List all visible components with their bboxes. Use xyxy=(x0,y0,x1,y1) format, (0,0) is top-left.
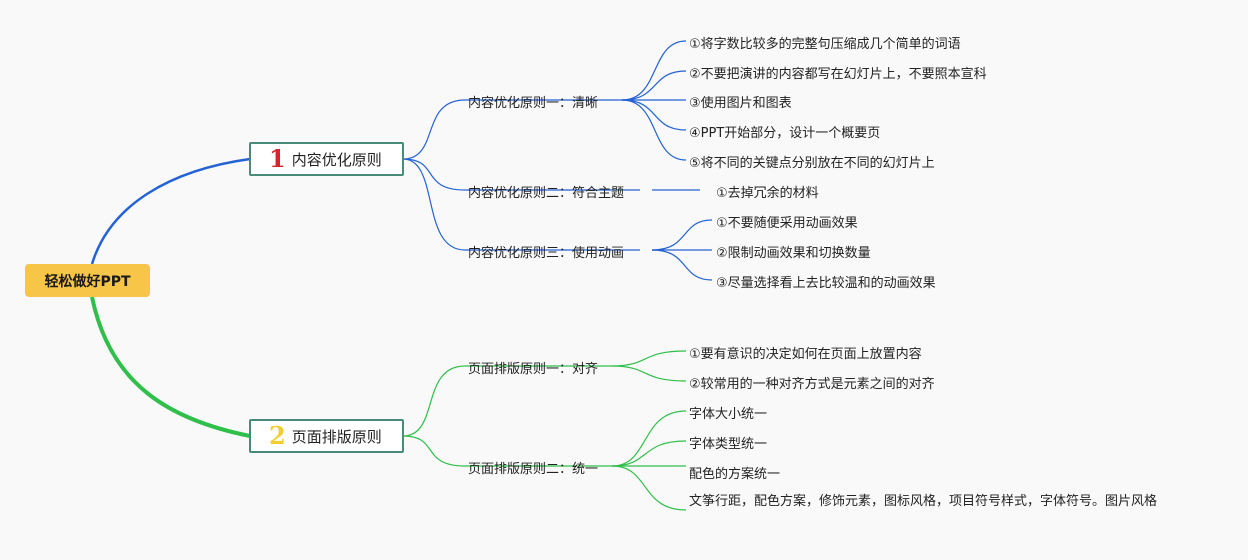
leaf-item[interactable]: ②限制动画效果和切换数量 xyxy=(716,246,871,261)
leaf-item[interactable]: ③使用图片和图表 xyxy=(689,96,792,111)
branch-label: 内容优化原则 xyxy=(291,150,382,169)
leaf-item[interactable]: ③尽量选择看上去比较温和的动画效果 xyxy=(716,276,936,291)
sub-topic-consistency[interactable]: 页面排版原则二：统一 xyxy=(468,462,599,477)
branch1-sub-lines xyxy=(402,99,640,251)
sub-topic-clarity[interactable]: 内容优化原则一：清晰 xyxy=(468,96,599,111)
leaf-item[interactable]: 文筝行距，配色方案，修饰元素，图标风格，项目符号样式，字体符号。图片风格 xyxy=(689,494,1158,509)
leaf-item[interactable]: ⑤将不同的关键点分别放在不同的幻灯片上 xyxy=(689,156,935,171)
leaf-item[interactable]: ①要有意识的决定如何在页面上放置内容 xyxy=(689,347,922,362)
root-to-branch2-line xyxy=(90,296,251,438)
root-to-branch1-line xyxy=(90,157,251,265)
leaf-item[interactable]: ①将字数比较多的完整句压缩成几个简单的词语 xyxy=(689,37,961,52)
branch-label: 页面排版原则 xyxy=(291,427,382,446)
branch-content-optimization[interactable]: 1 内容优化原则 xyxy=(249,142,404,176)
leaf-item[interactable]: 字体类型统一 xyxy=(689,437,768,452)
root-topic[interactable]: 轻松做好PPT xyxy=(25,264,150,297)
leaf-item[interactable]: ④PPT开始部分，设计一个概要页 xyxy=(689,126,881,141)
leaf-item[interactable]: 字体大小统一 xyxy=(689,407,768,422)
sub-topic-alignment[interactable]: 页面排版原则一：对齐 xyxy=(468,362,599,377)
branch2-sub-lines xyxy=(402,365,612,467)
branch1-sub1-leaf-lines xyxy=(621,40,687,161)
leaf-item[interactable]: ①不要随便采用动画效果 xyxy=(716,216,858,231)
leaf-item[interactable]: 配色的方案统一 xyxy=(689,467,781,482)
sub-topic-relevance[interactable]: 内容优化原则二：符合主题 xyxy=(468,186,625,201)
branch-page-layout[interactable]: 2 页面排版原则 xyxy=(249,419,404,453)
leaf-item[interactable]: ②较常用的一种对齐方式是元素之间的对齐 xyxy=(689,377,935,392)
number-1-icon: 1 xyxy=(269,144,286,173)
number-2-icon: 2 xyxy=(269,421,286,450)
leaf-item[interactable]: ①去掉冗余的材料 xyxy=(716,186,819,201)
branch2-leaf-lines xyxy=(611,350,687,511)
branch1-sub3-leaf-lines xyxy=(651,219,713,281)
sub-topic-animation[interactable]: 内容优化原则三：使用动画 xyxy=(468,246,625,261)
root-label: 轻松做好PPT xyxy=(44,273,131,290)
leaf-item[interactable]: ②不要把演讲的内容都写在幻灯片上，不要照本宣科 xyxy=(689,67,987,82)
